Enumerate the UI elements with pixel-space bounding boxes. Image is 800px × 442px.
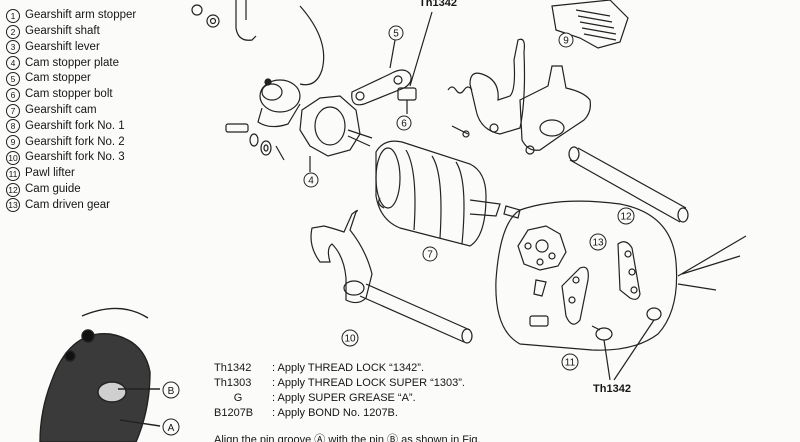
legend-item: 12 Cam guide	[6, 182, 136, 198]
legend-label: Gearshift lever	[25, 40, 100, 53]
legend-label: Gearshift cam	[25, 103, 97, 116]
legend-number: 4	[6, 56, 20, 71]
callout-circles	[162, 25, 635, 436]
legend-number: 8	[6, 119, 20, 134]
legend-label: Cam stopper plate	[25, 56, 119, 69]
callout-10: 10	[344, 334, 356, 345]
alignment-instruction: Align the pin groove Ⓐ with the pin Ⓑ as…	[214, 434, 481, 442]
legend-number: 3	[6, 40, 20, 55]
legend-number: 2	[6, 24, 20, 39]
legend-number: 13	[6, 198, 20, 213]
th-leader-lines	[603, 319, 655, 381]
legend-label: Cam stopper bolt	[25, 88, 113, 101]
gearshift-fork-1-drawing	[469, 38, 526, 135]
legend-number: 6	[6, 87, 20, 102]
callout-4: 4	[308, 176, 314, 187]
legend-item: 1 Gearshift arm stopper	[6, 8, 136, 24]
assembly-circle-outline	[495, 200, 678, 351]
th1342-bottom-label: Th1342	[593, 383, 631, 395]
legend-item: 5 Cam stopper	[6, 71, 136, 87]
note-code: G	[233, 392, 243, 404]
note-text: : Apply BOND No. 1207B.	[272, 407, 398, 419]
note-text: : Apply THREAD LOCK “1342”.	[272, 362, 425, 374]
note-code: Th1342	[214, 362, 252, 374]
legend-item: 10 Gearshift fork No. 3	[6, 150, 136, 166]
gearshift-fork-3-drawing	[310, 209, 373, 304]
callout-5: 5	[393, 29, 399, 40]
legend-number: 12	[6, 182, 20, 197]
note-row: Th1342 : Apply THREAD LOCK “1342”.	[214, 361, 465, 376]
small-screw-drawing	[191, 4, 220, 28]
callout-pin-a: A	[168, 423, 175, 434]
legend-label: Gearshift shaft	[25, 24, 100, 37]
legend-number: 9	[6, 135, 20, 150]
legend-item: 11 Pawl lifter	[6, 166, 136, 182]
legend-item: 13 Cam driven gear	[6, 198, 136, 214]
callout-6: 6	[401, 119, 407, 130]
cam-driven-gear-drawing	[517, 225, 567, 271]
cam-stopper-drawing	[351, 39, 412, 106]
guide-bolts-drawing	[529, 279, 662, 341]
legend-item: 7 Gearshift cam	[6, 103, 136, 119]
cam-guide-drawing	[617, 241, 641, 300]
shaft-rod-lower-drawing	[359, 283, 473, 344]
legend-label: Gearshift arm stopper	[25, 9, 137, 22]
note-row: Th1303 : Apply THREAD LOCK SUPER “1303”.	[214, 376, 465, 391]
cam-stopper-bolt-drawing	[397, 11, 433, 114]
th1342-top-label: Th1342	[419, 0, 457, 9]
note-text: : Apply SUPER GREASE “A”.	[272, 392, 416, 404]
note-row: G : Apply SUPER GREASE “A”.	[214, 391, 465, 406]
legend-label: Cam driven gear	[25, 198, 111, 211]
pointer-lines	[677, 235, 747, 291]
callout-12: 12	[620, 212, 632, 223]
legend-item: 8 Gearshift fork No. 1	[6, 119, 136, 135]
application-notes: Th1342 : Apply THREAD LOCK “1342”. Th1303…	[214, 361, 465, 421]
legend-label: Cam guide	[25, 182, 81, 195]
callout-13: 13	[592, 238, 604, 249]
legend-item: 9 Gearshift fork No. 2	[6, 134, 136, 150]
cam-stopper-plate-drawing	[299, 95, 361, 172]
note-code: B1207B	[214, 407, 254, 419]
callout-7: 7	[427, 250, 433, 261]
legend-number: 5	[6, 72, 20, 87]
spring-pin-drawing	[447, 86, 473, 135]
shaft-rod-upper-drawing	[568, 146, 689, 223]
legend-label: Cam stopper	[25, 72, 91, 85]
shaft-spring-drawing	[299, 5, 325, 86]
callout-pin-b: B	[168, 386, 175, 397]
legend-item: 2 Gearshift shaft	[6, 24, 136, 40]
washers-drawing	[225, 123, 285, 161]
legend-label: Pawl lifter	[25, 167, 75, 180]
gearshift-cam-drum-drawing	[347, 129, 501, 247]
legend-number: 10	[6, 151, 20, 166]
note-code: Th1303	[214, 377, 252, 389]
cam-driven-gear-top-drawing	[551, 0, 629, 49]
legend-number: 1	[6, 8, 20, 23]
legend-item: 3 Gearshift lever	[6, 40, 136, 56]
pawl-lifter-drawing	[561, 266, 589, 325]
legend-number: 11	[6, 166, 20, 181]
legend-label: Gearshift fork No. 3	[25, 151, 125, 164]
gearshift-shaft-hub-drawing	[257, 78, 301, 128]
gearshift-lever-drawing	[235, 0, 257, 41]
legend-label: Gearshift fork No. 1	[25, 119, 125, 132]
legend-item: 6 Cam stopper bolt	[6, 87, 136, 103]
note-text: : Apply THREAD LOCK SUPER “1303”.	[272, 377, 465, 389]
legend-item: 4 Cam stopper plate	[6, 55, 136, 71]
gearshift-fork-2-drawing	[519, 65, 591, 155]
legend-number: 7	[6, 103, 20, 118]
inset-drawing	[39, 307, 161, 442]
callout-9: 9	[563, 36, 569, 47]
dowel-pin-drawing	[378, 197, 521, 219]
callout-11: 11	[565, 358, 576, 369]
note-row: B1207B : Apply BOND No. 1207B.	[214, 406, 465, 421]
legend-label: Gearshift fork No. 2	[25, 135, 125, 148]
